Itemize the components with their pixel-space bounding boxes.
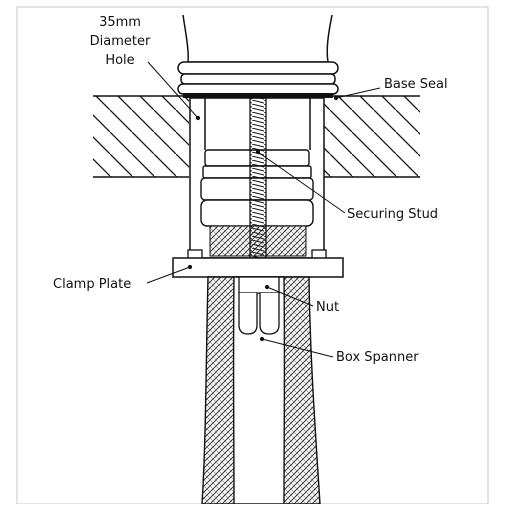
label-box-spanner: Box Spanner bbox=[336, 350, 419, 365]
leader-clamp-plate bbox=[146, 266, 191, 284]
leader-base-seal bbox=[335, 87, 381, 99]
worktop-left bbox=[93, 95, 189, 178]
nut bbox=[238, 276, 280, 335]
leader-hole bbox=[147, 61, 199, 119]
leader-securing-stud bbox=[257, 151, 346, 214]
label-clamp-plate: Clamp Plate bbox=[53, 277, 131, 292]
clamp-plate bbox=[172, 257, 344, 278]
label-hole-line2: Diameter bbox=[90, 34, 151, 49]
label-hole-line1: 35mm bbox=[99, 15, 141, 30]
leader-nut bbox=[266, 286, 314, 307]
tap-body bbox=[177, 14, 339, 95]
label-base-seal: Base Seal bbox=[384, 77, 448, 92]
label-securing-stud: Securing Stud bbox=[347, 207, 438, 222]
worktop-right bbox=[323, 95, 420, 178]
leader-box-spanner bbox=[261, 338, 334, 358]
label-nut: Nut bbox=[316, 300, 339, 315]
base-seal bbox=[183, 93, 333, 98]
label-hole-line3: Hole bbox=[105, 53, 134, 68]
leader-lines bbox=[146, 61, 381, 358]
